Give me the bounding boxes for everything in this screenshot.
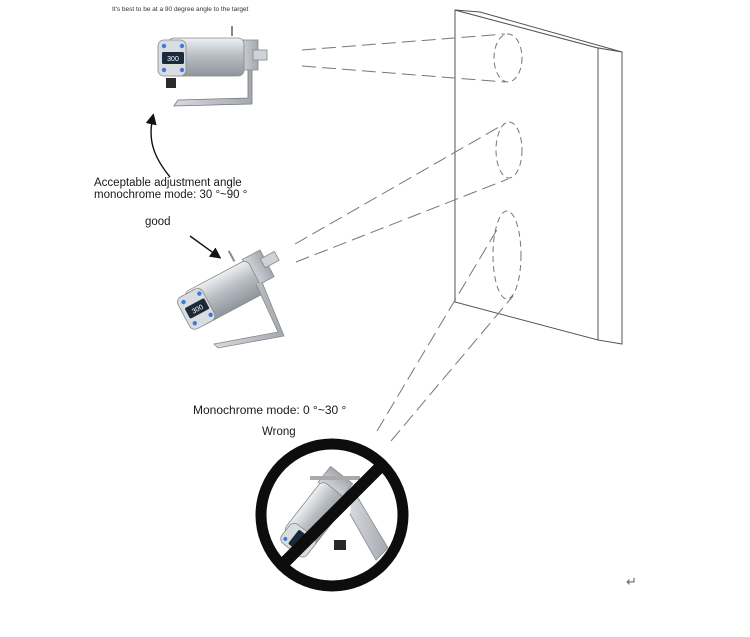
sensor-device-wrong [280,465,389,561]
beam-top-upper [301,33,506,51]
device-top-knob-2 [179,43,185,49]
device-good-knob-2 [197,291,202,296]
sensor-device-top: 300 [157,26,268,107]
wall-front-face [454,9,599,341]
beam-top-lower [301,65,506,83]
device-top-knob-3 [161,67,167,73]
device-wrong-knob-1 [283,536,288,541]
device-good-screw [227,250,236,262]
sensor-device-good: 300 [177,249,280,330]
beam-bottom-upper [376,227,499,432]
device-top-knob-4 [179,67,185,73]
beam-middle-upper [294,122,507,245]
curved-arrow-icon [145,113,171,178]
device-top-reading: 300 [167,56,179,63]
device-good-display [185,298,210,319]
device-top-display [162,52,184,64]
target-spot-middle [495,121,523,179]
good-label: good [145,216,171,228]
device-good-bracket-leg [213,281,285,349]
device-good-knob-4 [208,312,213,318]
device-wrong-connector [334,540,346,550]
device-wrong-display [288,530,308,550]
top-note: It's best to be at a 90 degree angle to … [112,6,249,13]
wrong-label: Wrong [262,426,296,438]
device-top-mount-rod [252,49,268,61]
device-wrong-bracket-leg [349,487,389,561]
target-spot-top [493,33,523,83]
return-mark: ↵ [626,574,637,589]
wall-side-face [597,47,623,345]
target-spots [492,33,523,300]
device-good-reading: 300 [191,304,205,316]
device-top-knob-1 [161,43,167,49]
beam-lines [294,33,514,442]
wrong-range-label: Monochrome mode: 0 °~30 ° [193,403,347,417]
device-top-connector [166,78,176,88]
target-spot-bottom [492,210,522,300]
target-wall [454,9,623,345]
beam-bottom-lower [390,295,514,442]
acceptable-angle-label: Acceptable adjustment angle monochrome m… [94,177,248,201]
arrow-icon [189,235,222,259]
device-good-knob-1 [181,299,186,305]
beam-middle-lower [295,178,509,263]
device-good-knob-3 [192,321,197,326]
device-good-mount-rod [259,250,280,269]
prohibition-icon [255,438,409,592]
